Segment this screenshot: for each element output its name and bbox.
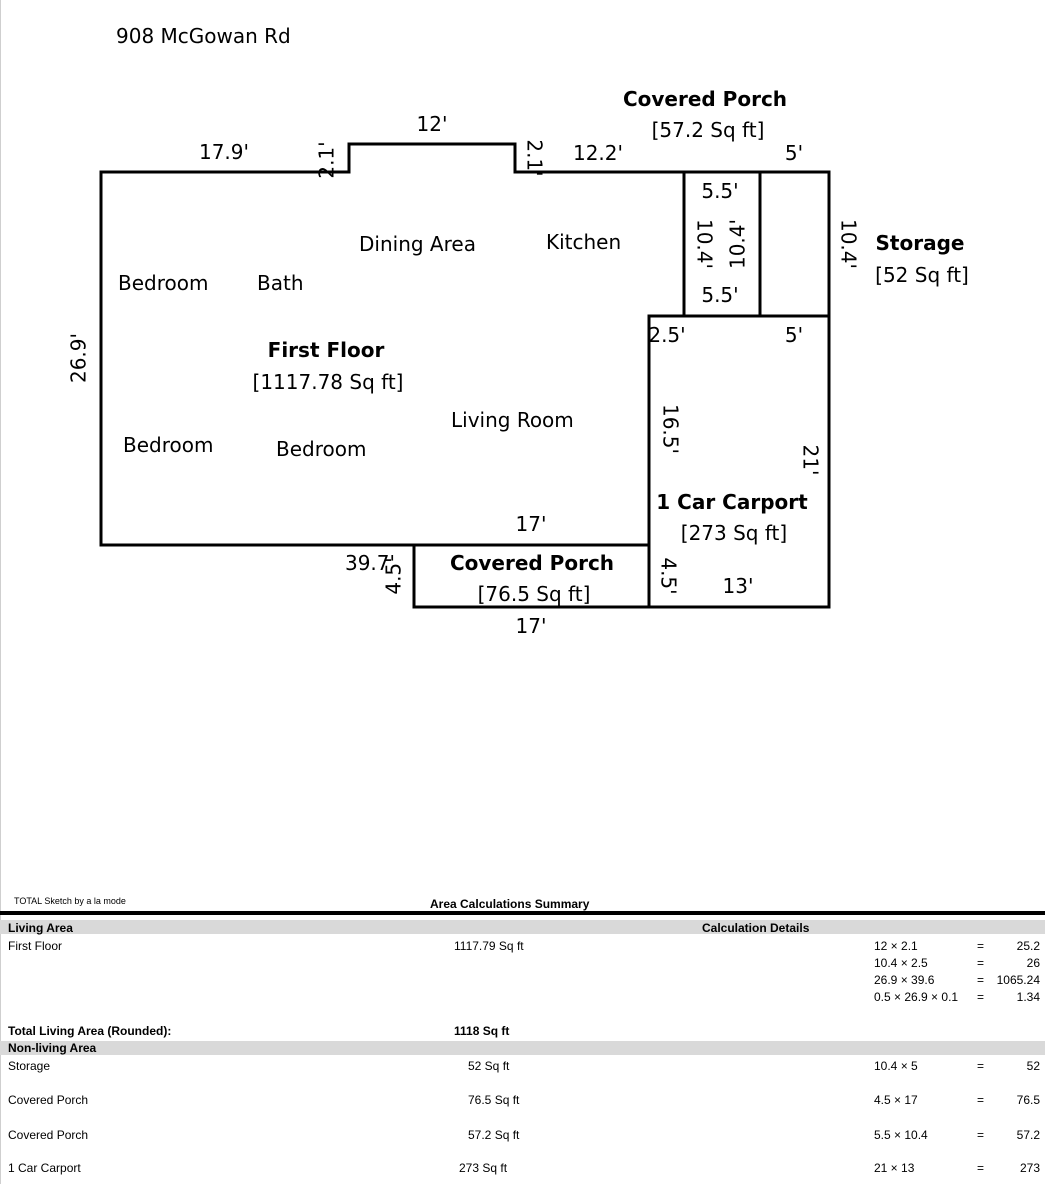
dimension-label: 10.4' bbox=[693, 219, 717, 269]
calc-value: 1065.24 bbox=[996, 973, 1040, 987]
dimension-label: 17.9' bbox=[199, 140, 249, 164]
first-floor-area: [1117.78 Sq ft] bbox=[253, 370, 404, 394]
summary-divider bbox=[0, 911, 1045, 915]
storage-outline bbox=[758, 170, 831, 318]
calc-equals: = bbox=[977, 1059, 985, 1073]
calc-equals: = bbox=[977, 990, 985, 1004]
room-label: Bath bbox=[257, 271, 304, 295]
covered-porch-bottom-title: Covered Porch bbox=[450, 551, 614, 575]
calc-expression: 21 × 13 bbox=[874, 1161, 915, 1175]
dimension-label: 21' bbox=[799, 445, 823, 476]
nonliving-row-area: 52 Sq ft bbox=[468, 1059, 510, 1073]
nonliving-row-name: Storage bbox=[8, 1059, 51, 1073]
room-label: Bedroom bbox=[123, 433, 213, 457]
covered-porch-top-area: [57.2 Sq ft] bbox=[652, 118, 765, 142]
dimension-label: 10.4' bbox=[726, 219, 750, 269]
dimension-label: 4.5' bbox=[382, 557, 406, 594]
total-living-area-label: Total Living Area (Rounded): bbox=[8, 1024, 172, 1038]
calc-value: 52 bbox=[1026, 1059, 1040, 1073]
dimension-label: 5.5' bbox=[701, 179, 738, 203]
calc-equals: = bbox=[977, 939, 985, 953]
dimension-label: 26.9' bbox=[67, 333, 91, 383]
room-label: Dining Area bbox=[359, 232, 476, 256]
carport-title: 1 Car Carport bbox=[656, 490, 808, 514]
calc-expression: 26.9 × 39.6 bbox=[874, 973, 935, 987]
covered-porch-bottom-area: [76.5 Sq ft] bbox=[478, 582, 591, 606]
room-label: Kitchen bbox=[546, 230, 621, 254]
dimension-label: 17' bbox=[516, 614, 547, 638]
non-living-area-header: Non-living Area bbox=[8, 1041, 97, 1055]
non-living-area-header-band bbox=[0, 1041, 1045, 1055]
dimension-label: 12' bbox=[417, 112, 448, 136]
calc-expression: 4.5 × 17 bbox=[874, 1093, 918, 1107]
dimension-label: 13' bbox=[723, 574, 754, 598]
calc-value: 57.2 bbox=[1016, 1128, 1040, 1142]
calc-value: 76.5 bbox=[1016, 1093, 1040, 1107]
first-floor-row-area: 1117.79 Sq ft bbox=[454, 939, 524, 953]
nonliving-row-area: 76.5 Sq ft bbox=[468, 1093, 520, 1107]
summary-title: Area Calculations Summary bbox=[430, 897, 590, 911]
dimension-label: 4.5' bbox=[657, 557, 681, 594]
dimension-label: 10.4' bbox=[837, 219, 861, 269]
nonliving-row-name: 1 Car Carport bbox=[8, 1161, 81, 1175]
total-living-area-value: 1118 Sq ft bbox=[454, 1024, 510, 1038]
room-label: Bedroom bbox=[276, 437, 366, 461]
first-floor-title: First Floor bbox=[268, 338, 385, 362]
dimension-label: 12.2' bbox=[573, 141, 623, 165]
storage-area: [52 Sq ft] bbox=[875, 263, 969, 287]
calc-value: 1.34 bbox=[1016, 990, 1040, 1004]
covered-porch-top-title: Covered Porch bbox=[623, 87, 787, 111]
summary-credit: TOTAL Sketch by a la mode bbox=[14, 896, 126, 906]
calc-expression: 0.5 × 26.9 × 0.1 bbox=[874, 990, 959, 1004]
carport-outline bbox=[647, 314, 831, 609]
nonliving-row-name: Covered Porch bbox=[8, 1128, 89, 1142]
floor-plan: Bedroom Bath Dining Area Kitchen Bedroom… bbox=[67, 87, 969, 638]
calc-equals: = bbox=[977, 956, 985, 970]
dimension-label: 5.5' bbox=[701, 283, 738, 307]
storage-title: Storage bbox=[876, 231, 965, 255]
dimension-label: 16.5' bbox=[659, 404, 683, 454]
carport-area: [273 Sq ft] bbox=[681, 521, 787, 545]
calc-expression: 10.4 × 2.5 bbox=[874, 956, 928, 970]
covered-porch-bottom-outline bbox=[412, 543, 651, 609]
nonliving-row-name: Covered Porch bbox=[8, 1093, 89, 1107]
calc-expression: 5.5 × 10.4 bbox=[874, 1128, 928, 1142]
dimension-label: 5' bbox=[785, 323, 803, 347]
calc-expression: 12 × 2.1 bbox=[874, 939, 918, 953]
calc-expression: 10.4 × 5 bbox=[874, 1059, 918, 1073]
calc-value: 25.2 bbox=[1016, 939, 1040, 953]
dimension-label: 17' bbox=[516, 512, 547, 536]
calc-equals: = bbox=[977, 1093, 985, 1107]
room-label: Living Room bbox=[451, 408, 574, 432]
first-floor-outline bbox=[99, 142, 686, 547]
living-area-header-band bbox=[0, 920, 1045, 934]
dimension-label: 2.5' bbox=[648, 323, 685, 347]
dimension-label: 2.1' bbox=[315, 141, 339, 178]
dimension-label: 2.1' bbox=[523, 139, 547, 176]
calc-value: 273 bbox=[1019, 1161, 1040, 1175]
calc-equals: = bbox=[977, 1128, 985, 1142]
calc-value: 26 bbox=[1026, 956, 1040, 970]
first-floor-row-name: First Floor bbox=[8, 939, 62, 953]
calc-equals: = bbox=[977, 973, 985, 987]
nonliving-row-area: 273 Sq ft bbox=[459, 1161, 508, 1175]
dimension-label: 39.7' bbox=[345, 551, 395, 575]
living-area-header: Living Area bbox=[8, 921, 73, 935]
calculation-details-header: Calculation Details bbox=[702, 921, 810, 935]
dimension-label: 5' bbox=[785, 141, 803, 165]
nonliving-row-area: 57.2 Sq ft bbox=[468, 1128, 520, 1142]
calc-equals: = bbox=[977, 1161, 985, 1175]
room-label: Bedroom bbox=[118, 271, 208, 295]
address-label: 908 McGowan Rd bbox=[116, 24, 291, 48]
